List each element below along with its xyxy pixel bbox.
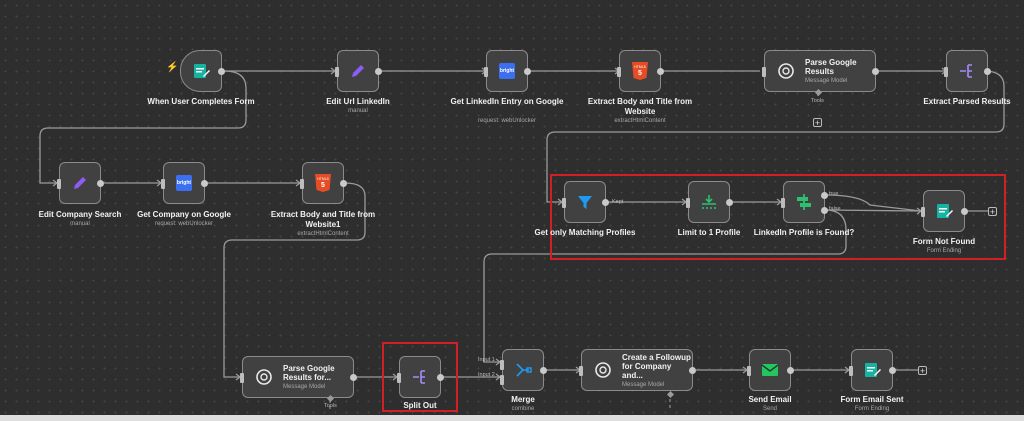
get-company-sub: request: webUnlocker xyxy=(154,221,214,227)
input2-label: Input 2 xyxy=(478,372,495,378)
pencil-icon xyxy=(69,172,91,194)
get-company-node[interactable]: bright xyxy=(161,162,208,204)
send-email-label: Send Email xyxy=(748,395,792,404)
highlight-box-filter-group xyxy=(550,174,1006,260)
get-matching-node[interactable] xyxy=(562,181,609,223)
merge-icon xyxy=(512,359,534,381)
trigger-bolt-icon: ⚡ xyxy=(166,62,179,73)
svg-text:5: 5 xyxy=(638,70,642,77)
edit-company-label: Edit Company Search xyxy=(38,210,122,219)
parse-google2-sub: Message Model xyxy=(283,384,326,390)
form-email-sent-label: Form Email Sent xyxy=(840,395,904,404)
edit-url-label: Edit Url LinkedIn xyxy=(326,97,390,106)
form-email-sent-sub: Form Ending xyxy=(854,406,890,412)
get-company-label: Get Company on Google xyxy=(137,210,231,219)
form-not-found-sub: Form Ending xyxy=(926,248,962,254)
parse-google2-label: Parse Google Results for... xyxy=(283,364,335,382)
get-linkedin-label: Get LinkedIn Entry on Google xyxy=(450,97,564,106)
get-linkedin-sub: request: webUnlocker xyxy=(477,118,537,124)
merge-sub: combine xyxy=(511,406,535,412)
split-out-label: Split Out xyxy=(403,401,437,410)
send-email-sub: Send xyxy=(762,406,777,412)
get-linkedin-node[interactable]: bright xyxy=(484,50,531,92)
svg-text:5: 5 xyxy=(321,182,325,189)
openai-icon xyxy=(775,60,797,82)
pencil-icon xyxy=(347,60,369,82)
openai-icon xyxy=(592,359,614,381)
email-icon xyxy=(759,359,781,381)
openai-icon xyxy=(253,366,275,388)
limit-icon xyxy=(698,191,720,213)
followup-node[interactable]: Create a Followup for Company and... Mes… xyxy=(579,349,696,391)
merge-node[interactable] xyxy=(500,349,547,391)
svg-text:HTML5: HTML5 xyxy=(317,177,329,181)
form-icon xyxy=(190,60,212,82)
extract-parsed-label: Extract Parsed Results xyxy=(923,97,1011,106)
parse-google-node[interactable]: Parse Google Results Message Model xyxy=(762,50,879,92)
form-email-sent-node[interactable] xyxy=(849,349,896,391)
add-node-button[interactable]: + xyxy=(918,366,927,376)
extract-body1-sub: extractHtmlContent xyxy=(297,231,349,237)
svg-text:HTML5: HTML5 xyxy=(634,65,646,69)
form-trigger-label: When User Completes Form xyxy=(147,97,255,106)
form-not-found-node[interactable] xyxy=(921,190,968,232)
merge-label: Merge xyxy=(511,395,535,404)
tools-label: Tools xyxy=(811,98,824,104)
bright-icon: bright xyxy=(499,63,515,79)
edit-url-node[interactable] xyxy=(335,50,382,92)
add-tool-button[interactable]: + xyxy=(813,118,822,128)
split-out-icon xyxy=(956,60,978,82)
get-matching-label: Get only Matching Profiles xyxy=(534,228,636,237)
kept-port-label: Kept xyxy=(612,199,624,205)
form-not-found-label: Form Not Found xyxy=(912,237,976,246)
followup-label: Create a Followup for Company and... xyxy=(622,352,691,380)
bright-icon: bright xyxy=(176,175,192,191)
parse-google-label: Parse Google Results xyxy=(805,58,857,76)
false-port-label: false xyxy=(829,206,841,212)
bottom-scrollbar[interactable] xyxy=(0,415,1024,421)
filter-icon xyxy=(574,191,596,213)
if-icon xyxy=(793,191,815,213)
split-out-icon xyxy=(409,366,431,388)
parse-google2-node[interactable]: Parse Google Results for... Message Mode… xyxy=(240,356,357,398)
linkedin-found-label: LinkedIn Profile is Found? xyxy=(753,228,855,237)
parse-google-sub: Message Model xyxy=(805,78,848,84)
limit-node[interactable] xyxy=(686,181,733,223)
add-node-button[interactable]: + xyxy=(988,207,997,217)
extract-body-sub: extractHtmlContent xyxy=(614,118,666,124)
extract-body-label: Extract Body and Title from Website xyxy=(587,97,693,116)
split-out-node[interactable] xyxy=(397,356,444,398)
linkedin-found-node[interactable] xyxy=(781,181,828,223)
extract-parsed-node[interactable] xyxy=(944,50,991,92)
highlight-box-split-out xyxy=(382,342,458,412)
edit-company-sub: manual xyxy=(70,221,90,227)
form-icon xyxy=(933,200,955,222)
true-port-label: true xyxy=(829,191,839,197)
form-icon xyxy=(861,359,883,381)
edit-url-sub: manual xyxy=(348,108,368,114)
extract-body1-label: Extract Body and Title from Website1 xyxy=(270,210,376,229)
followup-sub: Message Model xyxy=(622,381,665,388)
input1-label: Input 1 xyxy=(478,357,495,363)
limit-label: Limit to 1 Profile xyxy=(677,228,741,237)
form-trigger-node[interactable] xyxy=(180,50,225,92)
tools-label: Tools xyxy=(324,403,337,409)
edit-company-node[interactable] xyxy=(57,162,104,204)
send-email-node[interactable] xyxy=(747,349,794,391)
